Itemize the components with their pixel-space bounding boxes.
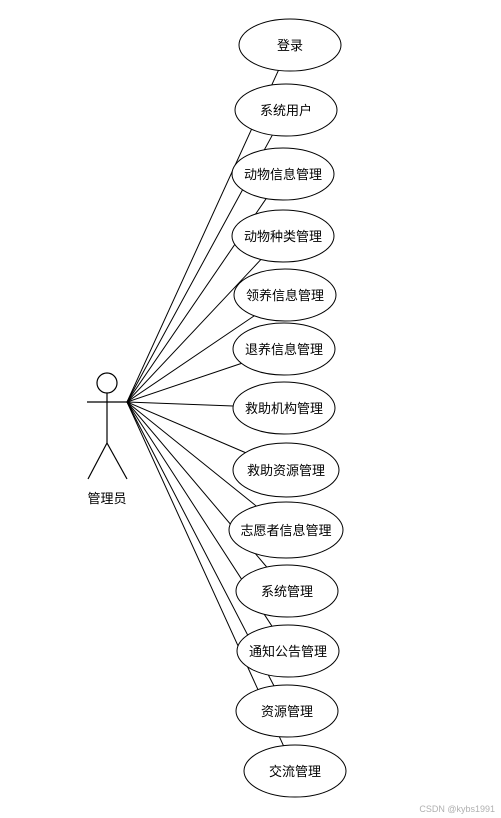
use-case-ellipse	[232, 322, 336, 376]
actor-label: 管理员	[87, 492, 126, 507]
use-case-ellipse	[232, 442, 340, 498]
use-case-ellipse	[236, 624, 340, 678]
use-case: 救助资源管理	[232, 442, 340, 498]
use-case: 登录	[238, 18, 342, 72]
use-case-ellipse	[235, 564, 339, 618]
use-case-label: 资源管理	[261, 705, 313, 720]
use-case-label: 系统用户	[260, 103, 312, 119]
use-case: 资源管理	[235, 684, 339, 738]
use-case-label: 志愿者信息管理	[240, 523, 331, 539]
use-case-label: 动物信息管理	[244, 167, 322, 183]
use-case-ellipse	[234, 83, 338, 137]
use-case: 交流管理	[243, 744, 347, 798]
use-case: 志愿者信息管理	[228, 501, 344, 559]
use-case-ellipse	[231, 209, 335, 263]
use-case: 动物种类管理	[231, 209, 335, 263]
association-line	[126, 401, 257, 507]
use-case-label: 通知公告管理	[249, 644, 327, 660]
actor-right-leg	[106, 442, 128, 480]
use-case: 动物信息管理	[231, 147, 335, 201]
association-line	[126, 315, 255, 403]
use-case-label: 交流管理	[269, 764, 321, 780]
use-case: 退养信息管理	[232, 322, 336, 376]
actor-head	[96, 372, 118, 394]
use-case-label: 救助资源管理	[247, 463, 325, 479]
association-line	[126, 362, 242, 403]
association-line	[126, 259, 262, 403]
use-case-ellipse	[232, 381, 336, 435]
use-case-group: 登录系统用户动物信息管理动物种类管理领养信息管理退养信息管理救助机构管理救助资源…	[228, 18, 347, 798]
use-case-ellipse	[231, 147, 335, 201]
use-case: 领养信息管理	[233, 268, 337, 322]
use-case: 系统管理	[235, 564, 339, 618]
use-case-label: 领养信息管理	[246, 288, 324, 304]
use-case-ellipse	[238, 18, 342, 72]
use-case-label: 救助机构管理	[245, 401, 323, 417]
use-case-ellipse	[228, 501, 344, 559]
use-case: 系统用户	[234, 83, 338, 137]
use-case: 救助机构管理	[232, 381, 336, 435]
association-line	[126, 401, 284, 746]
use-case-ellipse	[235, 684, 339, 738]
actor-left-leg	[87, 442, 108, 480]
use-case-label: 系统管理	[261, 585, 313, 600]
watermark: CSDN @kybs1991	[419, 804, 495, 814]
use-case-label: 动物种类管理	[244, 230, 322, 245]
use-case-label: 退养信息管理	[245, 342, 323, 358]
association-line	[126, 401, 246, 454]
use-case-label: 登录	[277, 39, 303, 54]
use-case-ellipse	[243, 744, 347, 798]
use-case-ellipse	[233, 268, 337, 322]
actor-figure: 管理员	[87, 372, 128, 507]
use-case: 通知公告管理	[236, 624, 340, 678]
association-line	[126, 401, 234, 407]
